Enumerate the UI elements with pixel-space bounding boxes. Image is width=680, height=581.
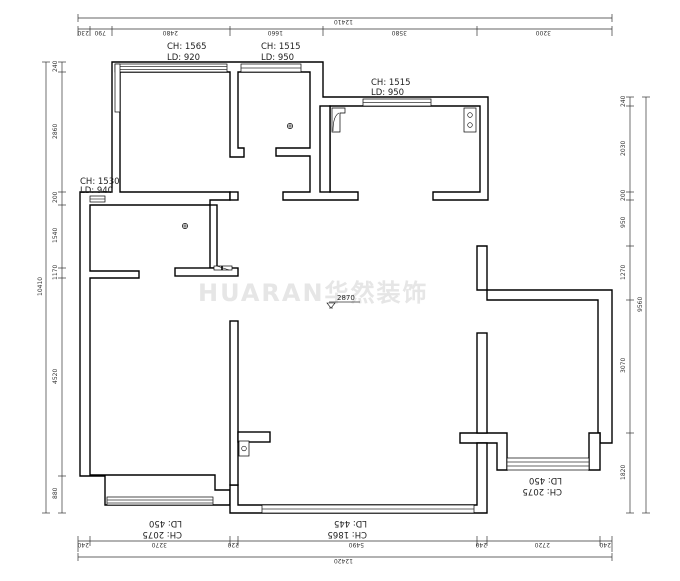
window-bottom-right (506, 457, 590, 471)
dimension-text: 1660 (268, 29, 283, 36)
outer-wall (79, 61, 489, 506)
bottom-center-wall (229, 442, 488, 514)
wall-bath-bottom (174, 267, 239, 277)
drain-icon (287, 123, 293, 129)
dimension-text: 240 (620, 95, 627, 107)
right-wall (476, 245, 613, 444)
dimension-text: 2480 (163, 29, 178, 36)
level-marker: 2870 (326, 294, 360, 309)
window-labels: CH: 1565 LD: 920 CH: 1515 LD: 950 CH: 15… (80, 42, 562, 539)
window-ld-label: LD: 450 (529, 475, 562, 485)
bottom-right-wall (459, 432, 508, 471)
wall-stub-closet (237, 431, 271, 443)
windows (89, 63, 590, 514)
dimension-text: 1540 (52, 228, 59, 243)
dimension-text: 3580 (392, 29, 407, 36)
right-dimension: 240 2030 200 950 1270 3070 1820 9560 (620, 95, 650, 514)
top-dimension: 12410 230 790 2480 1660 3580 3200 (77, 14, 613, 36)
window-bottom-center (261, 504, 475, 514)
wall-bath-stub (229, 191, 239, 201)
dimension-text: 5490 (349, 541, 364, 548)
floor-level-text: 2870 (337, 294, 355, 302)
dimension-text: 880 (52, 487, 59, 499)
window-ch-label: CH: 1515 (261, 42, 301, 52)
dimension-text: 12410 (334, 18, 353, 25)
wall-living-right (476, 332, 488, 434)
watermark-text: HUARAN华然装饰 (198, 279, 429, 307)
window-ch-label: CH: 2075 (142, 529, 182, 539)
dimension-text: 10410 (37, 277, 44, 296)
dimension-text: 4520 (52, 369, 59, 384)
pipe-icon (463, 107, 477, 133)
dimension-text: 230 (77, 29, 89, 36)
window-ld-label: LD: 950 (261, 53, 294, 63)
window-ld-label: LD: 450 (149, 518, 182, 528)
dimension-text: 3200 (536, 29, 551, 36)
window-bottom-left (106, 496, 214, 506)
dimension-text: 240 (599, 541, 611, 548)
fixtures (182, 107, 477, 457)
window-ld-label: LD: 950 (371, 88, 404, 98)
dimension-text: 2860 (52, 124, 59, 139)
window-ld-label: LD: 920 (167, 53, 200, 63)
window-bedroom-top (114, 63, 228, 113)
dimension-text: 1820 (620, 465, 627, 480)
window-kitchen-top (362, 98, 432, 107)
bottom-dimension: 240 3270 220 5490 240 2720 240 12420 (77, 536, 613, 564)
dimension-text: 950 (620, 216, 627, 228)
wall-bath-left (209, 204, 218, 269)
dimension-text: 790 (94, 29, 106, 36)
meter-box-icon (213, 265, 233, 271)
dimension-text: 240 (52, 60, 59, 72)
pipe-icon (238, 440, 250, 457)
dimension-text: 2720 (535, 541, 550, 548)
window-ld-label: LD: 940 (80, 186, 113, 196)
window-left-small (89, 195, 106, 203)
window-ch-label: CH: 1515 (371, 78, 411, 88)
wall-kitchen-corner (319, 105, 331, 193)
window-ld-label: LD: 445 (334, 518, 367, 528)
window-ch-label: CH: 1865 (327, 529, 367, 539)
dimension-text: 1270 (620, 265, 627, 280)
drain-icon (182, 223, 188, 229)
dimension-text: 220 (227, 541, 239, 548)
window-ch-label: CH: 1530 (80, 177, 120, 187)
window-bath-top (240, 63, 302, 73)
flue-icon (331, 107, 346, 133)
window-ch-label: CH: 1565 (167, 42, 207, 52)
wall-living-left (229, 320, 239, 486)
dimension-text: 2030 (620, 141, 627, 156)
bottom-right-wall-2 (588, 432, 601, 471)
dimension-text: 12420 (334, 557, 353, 564)
window-ch-label: CH: 2075 (522, 486, 562, 496)
left-dimension: 10410 240 2860 200 1540 1170 4520 880 (37, 60, 66, 514)
dimension-text: 240 (475, 541, 487, 548)
dimension-text: 240 (77, 541, 89, 548)
dimension-text: 3070 (620, 358, 627, 373)
dimension-text: 200 (52, 191, 59, 203)
dimension-text: 3270 (152, 541, 167, 548)
dimension-text: 200 (620, 189, 627, 201)
dimension-text: 9560 (637, 297, 644, 312)
dimension-text: 1170 (52, 265, 59, 280)
